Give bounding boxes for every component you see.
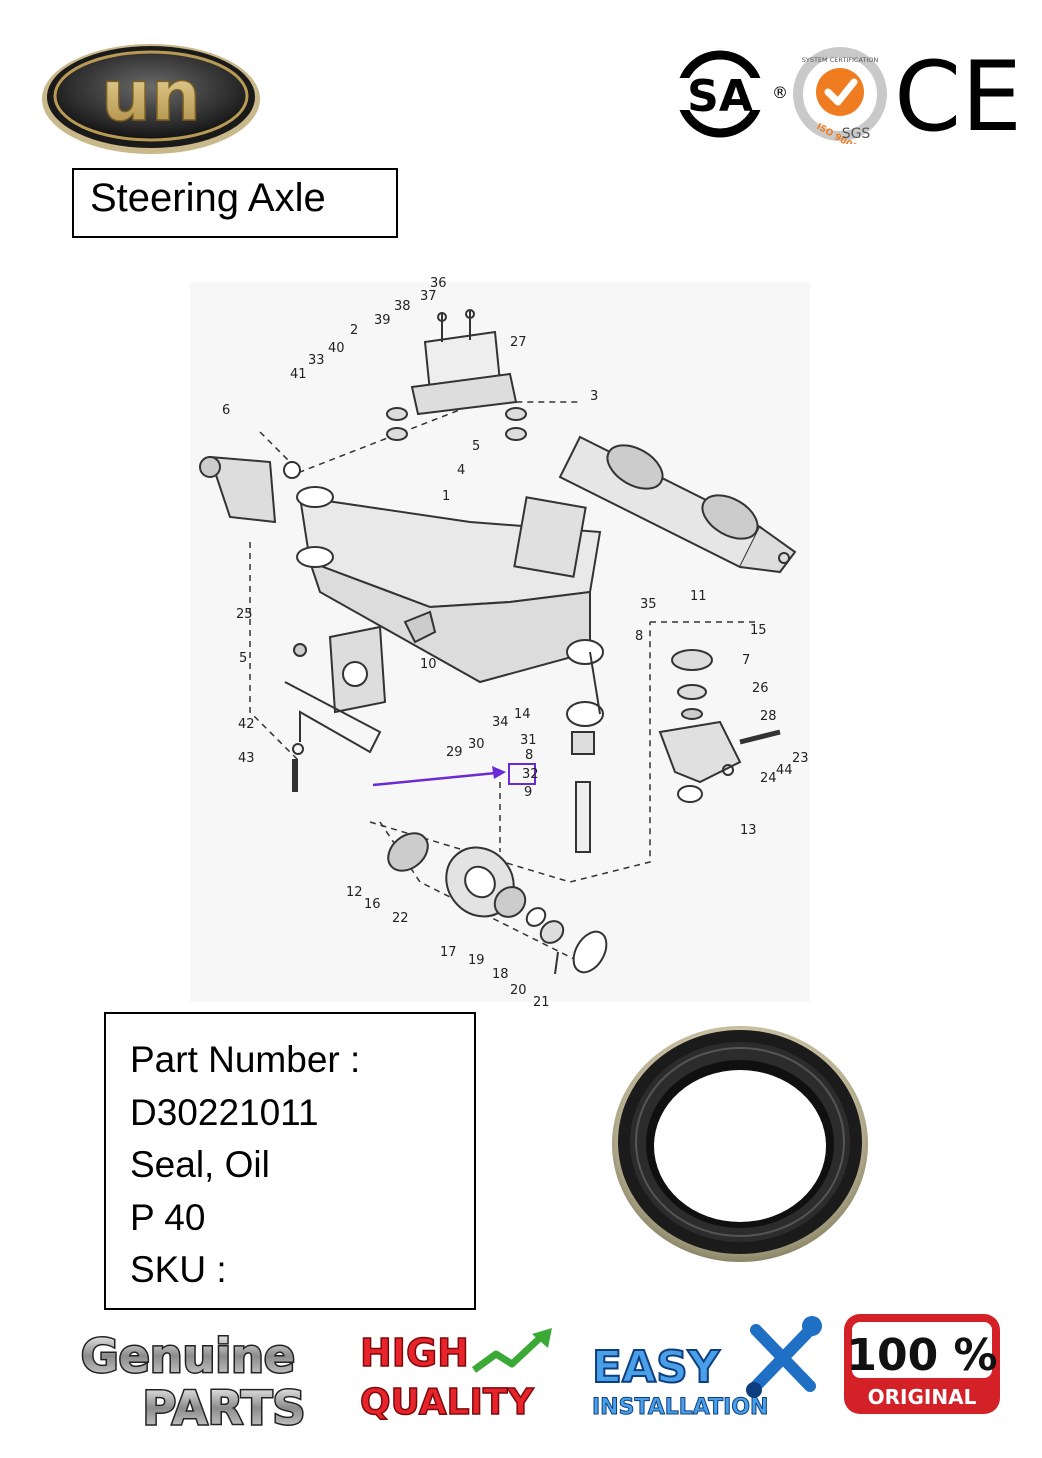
parts-text: PARTS [143, 1381, 306, 1430]
callout-34: 34 [492, 715, 509, 730]
logo-text: un [101, 55, 201, 137]
callout-7: 7 [742, 653, 750, 668]
callout-42: 42 [238, 717, 255, 732]
highlight-arrow [492, 766, 506, 779]
callout-29: 29 [446, 745, 463, 760]
callout-25: 25 [236, 607, 253, 622]
highlight-box [508, 763, 536, 785]
un-brand-logo-icon: un [42, 44, 260, 154]
page-reference: P 40 [130, 1196, 206, 1238]
sgs-iso-icon: SYSTEM CERTIFICATION ISO 9001:2008 SGS [793, 47, 887, 168]
callout-17: 17 [440, 945, 457, 960]
callout-4: 4 [457, 463, 465, 478]
callout-28: 28 [760, 709, 777, 724]
svg-text:CE: CE [894, 44, 1016, 144]
brand-logo: un [40, 38, 262, 156]
callout-10: 10 [420, 657, 437, 672]
trend-arrow-head-icon [532, 1328, 552, 1348]
trend-arrow-icon [471, 1333, 545, 1373]
callout-41: 41 [290, 367, 307, 382]
callout-14: 14 [514, 707, 531, 722]
callout-31: 31 [520, 733, 537, 748]
callout-9: 9 [524, 785, 532, 800]
part-number-label: Part Number : [130, 1039, 361, 1080]
callout-21: 21 [533, 995, 550, 1010]
callout-3: 3 [590, 389, 598, 404]
svg-text:SGS: SGS [842, 126, 871, 142]
callout-36: 36 [430, 276, 447, 291]
original-text: ORIGINAL [868, 1385, 977, 1409]
callout-16: 16 [364, 897, 381, 912]
original-badge: 100 % ORIGINAL [842, 1312, 1002, 1416]
callout-35: 35 [640, 597, 657, 612]
svg-text:®: ® [772, 83, 788, 102]
callout-33: 33 [308, 353, 325, 368]
callout-18: 18 [492, 967, 509, 982]
high-text: HIGH [360, 1331, 469, 1375]
wrench-screwdriver-icon [746, 1316, 822, 1398]
callout-30: 30 [468, 737, 485, 752]
callout-26: 26 [752, 681, 769, 696]
callout-40: 40 [328, 341, 345, 356]
percent-text: 100 % [846, 1330, 997, 1381]
callout-13: 13 [740, 823, 757, 838]
callout-27: 27 [510, 335, 527, 350]
genuine-text: Genuine [81, 1329, 295, 1383]
part-number-value: D30221011 [130, 1091, 319, 1133]
oil-seal-photo-icon [612, 1026, 868, 1262]
callout-8: 8 [525, 748, 533, 763]
callout-32: 32 [522, 767, 539, 782]
callout-2: 2 [350, 323, 358, 338]
callout-5: 5 [239, 651, 247, 666]
svg-text:SA: SA [687, 71, 753, 122]
sku-label: SKU : [130, 1249, 227, 1290]
genuine-parts-badge: Genuine PARTS [32, 1326, 344, 1437]
installation-text: INSTALLATION [592, 1395, 768, 1420]
part-description: Seal, Oil [130, 1144, 270, 1185]
callout-12: 12 [346, 885, 363, 900]
callout-23: 23 [792, 751, 809, 766]
callout-8: 8 [635, 629, 643, 644]
callout-20: 20 [510, 983, 527, 998]
callout-38: 38 [394, 299, 411, 314]
callout-19: 19 [468, 953, 485, 968]
callout-6: 6 [222, 403, 230, 418]
callout-24: 24 [760, 771, 777, 786]
svg-text:SYSTEM CERTIFICATION: SYSTEM CERTIFICATION [802, 56, 879, 64]
callout-5: 5 [472, 439, 480, 454]
certification-logos: SA ® SYSTEM CERTIFICATION ISO 9001:2008 … [676, 41, 1022, 168]
csa-icon: SA ® [676, 50, 788, 138]
callout-15: 15 [750, 623, 767, 638]
callout-44: 44 [776, 763, 793, 778]
oil-seal-photo [604, 1020, 876, 1268]
high-quality-badge: HIGH QUALITY [356, 1326, 570, 1424]
part-info-box: Part Number : D30221011 Seal, Oil P 40 S… [104, 1012, 476, 1310]
callout-1: 1 [442, 489, 450, 504]
easy-installation-badge: EASY INSTALLATION [588, 1310, 824, 1421]
callout-11: 11 [690, 589, 707, 604]
callout-22: 22 [392, 911, 409, 926]
callout-37: 37 [420, 289, 437, 304]
callout-39: 39 [374, 313, 391, 328]
callout-43: 43 [238, 751, 255, 766]
section-title-box: Steering Axle [72, 168, 398, 238]
easy-text: EASY [592, 1342, 721, 1393]
section-title: Steering Axle [90, 176, 326, 220]
ce-icon: CE [894, 41, 1022, 153]
quality-text: QUALITY [360, 1382, 534, 1422]
